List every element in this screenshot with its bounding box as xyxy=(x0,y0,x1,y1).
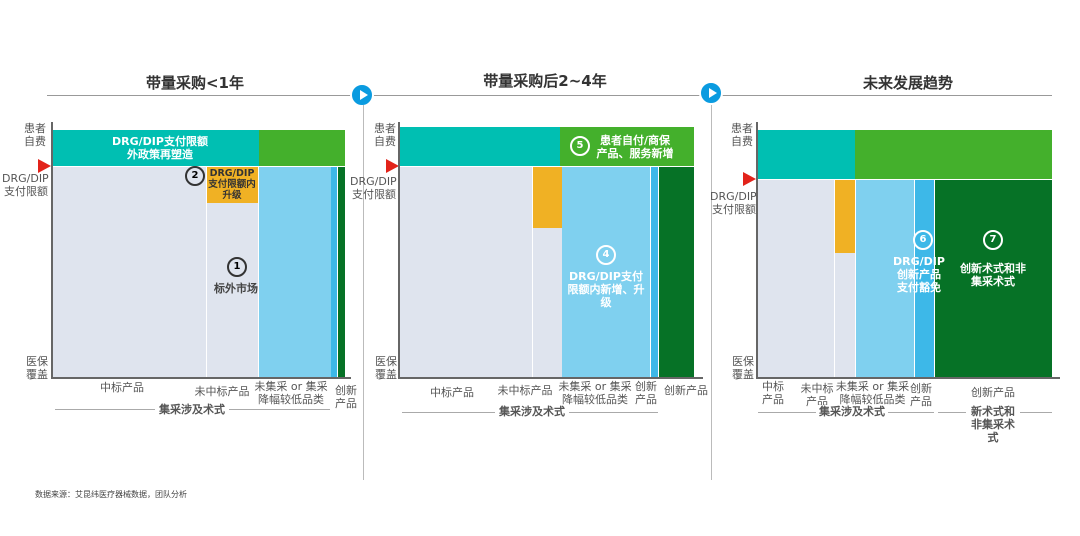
x-label: 中标产品 xyxy=(762,380,784,406)
badge-7: 7 xyxy=(983,230,1003,250)
x-label: 未中标产品 xyxy=(800,382,834,408)
x-label: 未集采 or 集采降幅较低品类 xyxy=(558,380,632,406)
x-label: 未中标产品 xyxy=(194,385,250,398)
winning-products-block xyxy=(399,167,532,378)
badge-5: 5 xyxy=(570,136,590,156)
divider xyxy=(711,105,712,480)
y-label-self-pay: 患者自费 xyxy=(24,122,46,148)
y-label-self-pay: 患者自费 xyxy=(374,122,396,148)
panel-1-title: 带量采购<1年 xyxy=(145,74,245,92)
bracket-label: 集采涉及术式 xyxy=(495,405,569,418)
limit-flag-icon xyxy=(743,172,756,186)
self-pay-teal-block xyxy=(399,127,560,166)
x-label: 未集采 or 集采降幅较低品类 xyxy=(254,380,328,406)
off-label-market: 标外市场 xyxy=(214,282,258,295)
y-axis xyxy=(756,122,758,379)
y-axis xyxy=(51,122,53,379)
top-label: DRG/DIP支付限额外政策再塑造 xyxy=(112,135,208,161)
y-label-insurance: 医保覆盖 xyxy=(375,355,397,381)
green-label: 患者自付/商保产品、服务新增 xyxy=(596,134,674,160)
blue-label: DRG/DIP创新产品支付豁免 xyxy=(893,255,945,294)
badge-4: 4 xyxy=(596,245,616,265)
x-axis xyxy=(51,377,351,379)
y-label-limit: DRG/DIP支付限额 xyxy=(710,190,757,216)
upgrade-orange-block xyxy=(835,180,855,253)
play-arrow-icon xyxy=(699,81,723,105)
y-axis xyxy=(398,122,400,379)
limit-flag-icon xyxy=(38,159,51,173)
innovation-block xyxy=(935,180,1052,378)
badge-2: 2 xyxy=(185,166,205,186)
y-label-insurance: 医保覆盖 xyxy=(732,355,754,381)
innovation-block xyxy=(659,167,694,378)
blue-strip xyxy=(331,167,337,378)
x-label: 创新产品 xyxy=(971,386,1015,399)
x-label: 创新产品 xyxy=(335,384,357,410)
bracket-label-2: 新术式和非集采术式 xyxy=(966,405,1020,444)
self-pay-teal-block xyxy=(52,130,259,166)
orange-label: DRG/DIP支付限额内升级 xyxy=(208,168,256,201)
x-label: 中标产品 xyxy=(100,381,144,394)
badge-6: 6 xyxy=(913,230,933,250)
non-vbp-block xyxy=(856,180,914,378)
x-axis xyxy=(756,377,1060,379)
y-label-limit: DRG/DIP支付限额 xyxy=(2,172,49,198)
y-label-insurance: 医保覆盖 xyxy=(26,355,48,381)
source-note: 数据来源：艾昆纬医疗器械数据，团队分析 xyxy=(35,490,187,499)
y-label-self-pay: 患者自费 xyxy=(731,122,753,148)
upgrade-orange-block xyxy=(533,167,562,228)
x-label: 中标产品 xyxy=(430,386,474,399)
header-line xyxy=(47,95,1052,96)
blue-strip xyxy=(651,167,658,378)
play-arrow-icon xyxy=(350,83,374,107)
blue-label: DRG/DIP支付限额内新增、升级 xyxy=(567,270,645,309)
x-label: 未集采 or 集采降幅较低品类 xyxy=(835,380,910,406)
limit-flag-icon xyxy=(386,159,399,173)
green-label: 创新术式和非集采术式 xyxy=(960,262,1026,288)
non-vbp-block xyxy=(562,167,650,378)
winning-products-block xyxy=(757,180,834,378)
blue-strip xyxy=(915,180,934,378)
bracket-label: 集采涉及术式 xyxy=(155,403,229,416)
innovation-block xyxy=(338,167,345,378)
non-vbp-block xyxy=(259,167,331,378)
divider xyxy=(363,105,364,480)
upgrade-orange-block xyxy=(207,167,258,203)
x-label: 未中标产品 xyxy=(497,384,553,397)
bracket-label: 集采涉及术式 xyxy=(816,405,888,418)
panel-2-title: 带量采购后2~4年 xyxy=(483,72,607,90)
x-label: 创新产品 xyxy=(910,382,932,408)
self-pay-green-block xyxy=(259,130,345,166)
x-axis xyxy=(398,377,703,379)
x-label: 创新产品 xyxy=(635,380,657,406)
x-label: 创新产品 xyxy=(664,384,708,397)
winning-products-block xyxy=(52,167,206,378)
panel-3-title: 未来发展趋势 xyxy=(862,74,954,92)
self-pay-green-block xyxy=(855,130,1052,179)
badge-1: 1 xyxy=(227,257,247,277)
y-label-limit: DRG/DIP支付限额 xyxy=(350,175,397,201)
self-pay-teal-block xyxy=(757,130,855,179)
